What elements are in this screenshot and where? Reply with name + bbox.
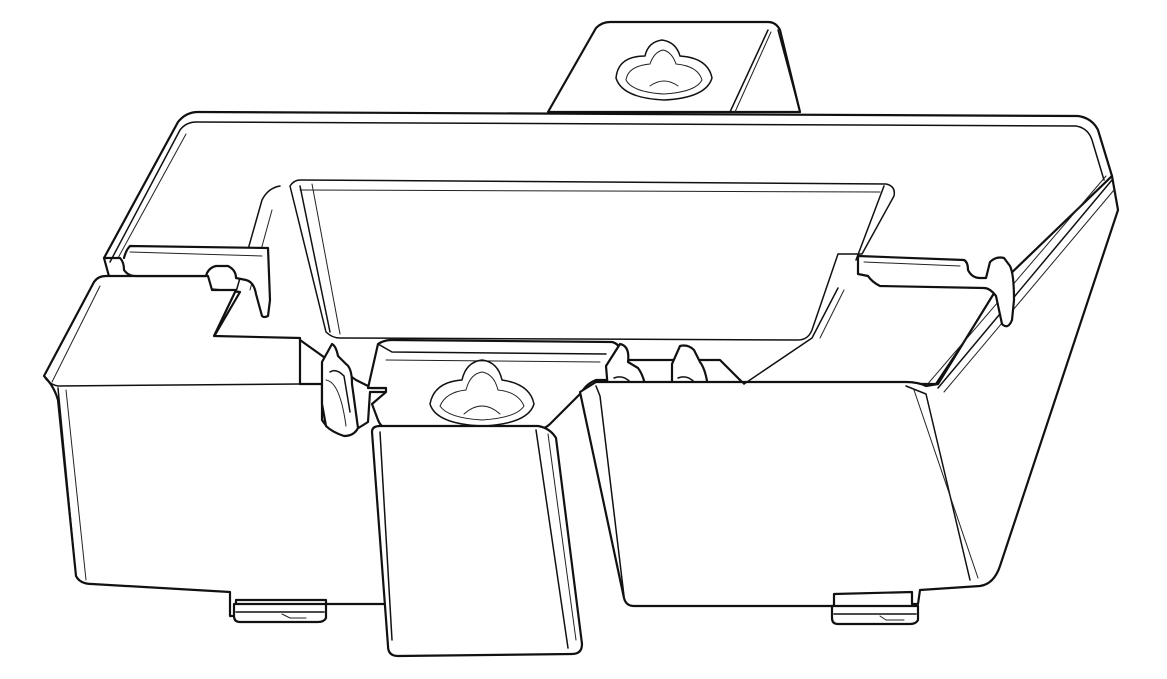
- right-bottom-foot: [830, 604, 920, 626]
- top-mounting-tab: [546, 20, 802, 114]
- front-mounting-tab: [366, 338, 622, 432]
- right-block: [578, 174, 1120, 608]
- snap-clip-left-outer: [102, 244, 272, 319]
- snap-clip-right: [856, 254, 1016, 328]
- left-block: [42, 274, 390, 618]
- right-step-edge: [719, 287, 845, 385]
- snap-clip-left-inner: [320, 342, 360, 438]
- top-keyhole-slot: [615, 39, 713, 101]
- center-front-column: [370, 424, 584, 658]
- left-bottom-foot: [232, 602, 328, 624]
